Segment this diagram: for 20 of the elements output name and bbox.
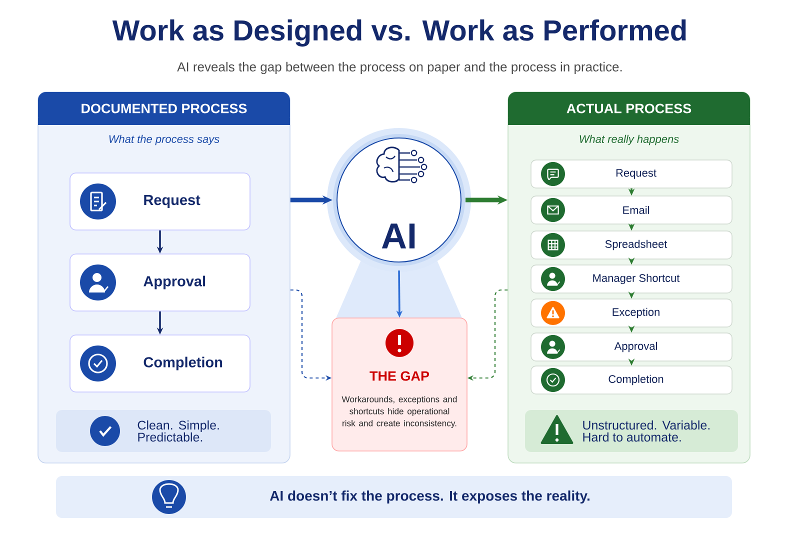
panel-header: ACTUAL PROCESS (508, 92, 750, 125)
panel-subtitle: What really happens (580, 134, 679, 146)
step-box: Email (530, 196, 732, 224)
process-box: Approval (70, 254, 250, 312)
message-banner: AI doesn’t fix the process. It exposes the reality. (56, 476, 732, 518)
step-box: Manager Shortcut (530, 264, 732, 294)
subtitle: AI reveals the gap between the process on paper and the process in practice. (177, 62, 622, 74)
step-box: Spreadsheet (530, 230, 732, 260)
gap-box: THE GAP Workarounds, exceptions and shortcuts hide operational risk and create inconsistency. (332, 318, 468, 452)
step-box: Completion (530, 366, 732, 394)
panel-subtitle: What the process says (109, 134, 220, 146)
summary-box: Clean. Simple. Predictable. (56, 410, 271, 452)
step-box: Approval (530, 332, 732, 362)
process-box: Completion (70, 334, 250, 392)
title: Work as Designed vs. Work as Performed (112, 19, 686, 47)
step-box: Request (530, 160, 732, 188)
process-box: Request (70, 172, 250, 230)
step-box: Exception (530, 298, 732, 328)
panel-header: DOCUMENTED PROCESS (38, 92, 290, 125)
summary-box: Unstructured. Variable. Hard to automate. (525, 410, 738, 452)
